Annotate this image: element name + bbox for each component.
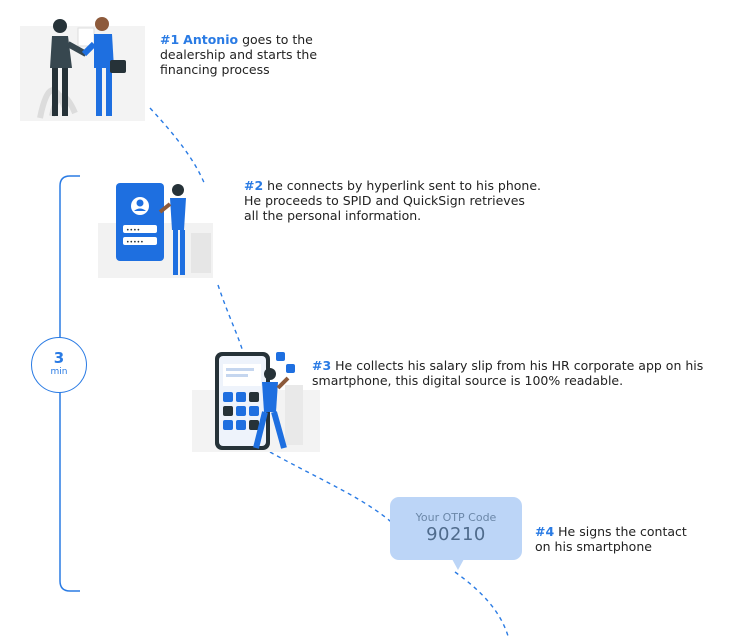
duration-unit: min [50,367,68,377]
step-4-line-2: on his smartphone [535,539,652,554]
step-2-text: #2 he connects by hyperlink sent to his … [244,178,541,223]
duration-badge: 3 min [31,337,87,393]
step-2-line-3: all the personal information. [244,208,422,223]
step-4-number: #4 [535,524,555,539]
smartphone-app-illustration [192,352,320,452]
otp-label: Your OTP Code [415,511,497,524]
phone-login-illustration: •••• ••••• [98,183,213,278]
step-3-number: #3 [312,358,332,373]
step-4-text: #4 He signs the contact on his smartphon… [535,524,687,554]
step-1-line-3: financing process [160,62,270,77]
svg-text:•••••: ••••• [126,239,144,246]
step-3-text: #3 He collects his salary slip from his … [312,358,703,388]
handshake-illustration [20,17,145,121]
step-3-line-1: He collects his salary slip from his HR … [335,358,704,373]
step-4-line-1: He signs the contact [558,524,687,539]
svg-text:••••: •••• [126,227,140,234]
otp-code: 90210 [426,524,486,545]
step-1-text: #1 Antonio goes to the dealership and st… [160,32,317,77]
otp-code-bubble: Your OTP Code 90210 [390,497,522,560]
duration-value: 3 [53,349,65,367]
journey-dashed-path [149,107,509,636]
step-2-number: #2 [244,178,264,193]
step-1-line-1: goes to the [242,32,313,47]
step-2-line-1: he connects by hyperlink sent to his pho… [267,178,542,193]
step-1-person-name: Antonio [183,32,239,47]
step-2-line-2: He proceeds to SPID and QuickSign retrie… [244,193,525,208]
step-1-line-2: dealership and starts the [160,47,318,62]
otp-bubble-tail [452,559,464,570]
step-3-line-2: smartphone, this digital source is 100% … [312,373,624,388]
step-1-number: #1 [160,32,180,47]
